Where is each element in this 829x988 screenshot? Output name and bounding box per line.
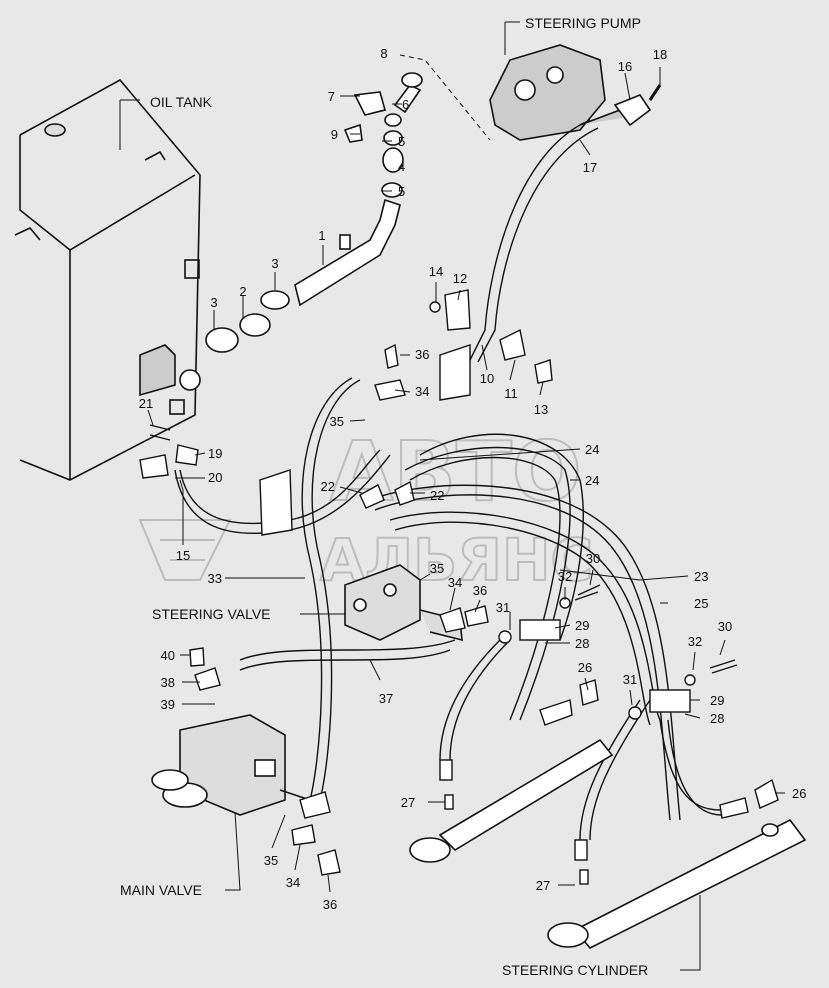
callout-34: 34 <box>286 875 300 890</box>
callout-10: 10 <box>480 371 494 386</box>
callout-1: 1 <box>318 228 325 243</box>
callout-20: 20 <box>208 470 222 485</box>
callout-18: 18 <box>653 47 667 62</box>
steering-pump <box>489 44 662 141</box>
callout-17: 17 <box>583 160 597 175</box>
callout-28: 28 <box>575 636 589 651</box>
callout-32: 32 <box>688 634 702 649</box>
callout-39: 39 <box>161 697 175 712</box>
callout-35: 35 <box>330 414 344 429</box>
callout-31: 31 <box>496 600 510 615</box>
callout-3: 3 <box>210 295 217 310</box>
main-valve <box>151 714 311 816</box>
callout-33: 33 <box>208 571 222 586</box>
callout-7: 7 <box>328 89 335 104</box>
titles: OIL TANK STEERING PUMP STEERING VALVE MA… <box>120 15 648 978</box>
oil-tank-title: OIL TANK <box>150 94 213 110</box>
callout-34: 34 <box>415 384 429 399</box>
main-valve-title: MAIN VALVE <box>120 882 202 898</box>
callout-32: 32 <box>558 569 572 584</box>
callout-22: 22 <box>430 488 444 503</box>
callout-21: 21 <box>139 396 153 411</box>
callout-9: 9 <box>331 127 338 142</box>
callout-13: 13 <box>534 402 548 417</box>
callout-22: 22 <box>321 479 335 494</box>
callout-11: 11 <box>504 386 518 401</box>
callout-19: 19 <box>208 446 222 461</box>
callout-35: 35 <box>264 853 278 868</box>
callout-5: 5 <box>398 134 405 149</box>
fittings <box>139 289 779 885</box>
callout-38: 38 <box>161 675 175 690</box>
steering-cylinder-title: STEERING CYLINDER <box>502 962 648 978</box>
callout-31: 31 <box>623 672 637 687</box>
hoses <box>174 119 723 841</box>
steering-cylinders <box>409 738 807 949</box>
callout-36: 36 <box>415 347 429 362</box>
callout-14: 14 <box>429 264 443 279</box>
leader-lines <box>119 21 785 971</box>
callout-6: 6 <box>402 97 409 112</box>
callout-29: 29 <box>575 618 589 633</box>
callout-27: 27 <box>536 878 550 893</box>
callout-3: 3 <box>271 256 278 271</box>
steering-valve-title: STEERING VALVE <box>152 606 271 622</box>
callout-35: 35 <box>430 561 444 576</box>
callout-28: 28 <box>710 711 724 726</box>
callout-30: 30 <box>718 619 732 634</box>
callout-36: 36 <box>473 583 487 598</box>
callout-26: 26 <box>792 786 806 801</box>
steering-valve <box>344 564 463 642</box>
callout-23: 23 <box>694 569 708 584</box>
callout-25: 25 <box>694 596 708 611</box>
suction-pipe <box>205 72 423 353</box>
oil-tank <box>14 78 201 481</box>
callout-36: 36 <box>323 897 337 912</box>
callout-4: 4 <box>398 159 405 174</box>
callouts: 1 2 3 3 4 5 5 6 7 8 9 10 11 12 13 14 15 … <box>139 46 807 912</box>
callout-30: 30 <box>586 551 600 566</box>
callout-24: 24 <box>585 473 599 488</box>
callout-37: 37 <box>379 691 393 706</box>
callout-27: 27 <box>401 795 415 810</box>
callout-34: 34 <box>448 575 462 590</box>
callout-29: 29 <box>710 693 724 708</box>
callout-24: 24 <box>585 442 599 457</box>
callout-40: 40 <box>161 648 175 663</box>
callout-12: 12 <box>453 271 467 286</box>
callout-2: 2 <box>239 284 246 299</box>
callout-26: 26 <box>578 660 592 675</box>
callout-15: 15 <box>176 548 190 563</box>
callout-16: 16 <box>618 59 632 74</box>
callout-8: 8 <box>380 46 387 61</box>
watermark-logo <box>138 519 232 581</box>
steering-pump-title: STEERING PUMP <box>525 15 641 31</box>
callout-5: 5 <box>398 184 405 199</box>
